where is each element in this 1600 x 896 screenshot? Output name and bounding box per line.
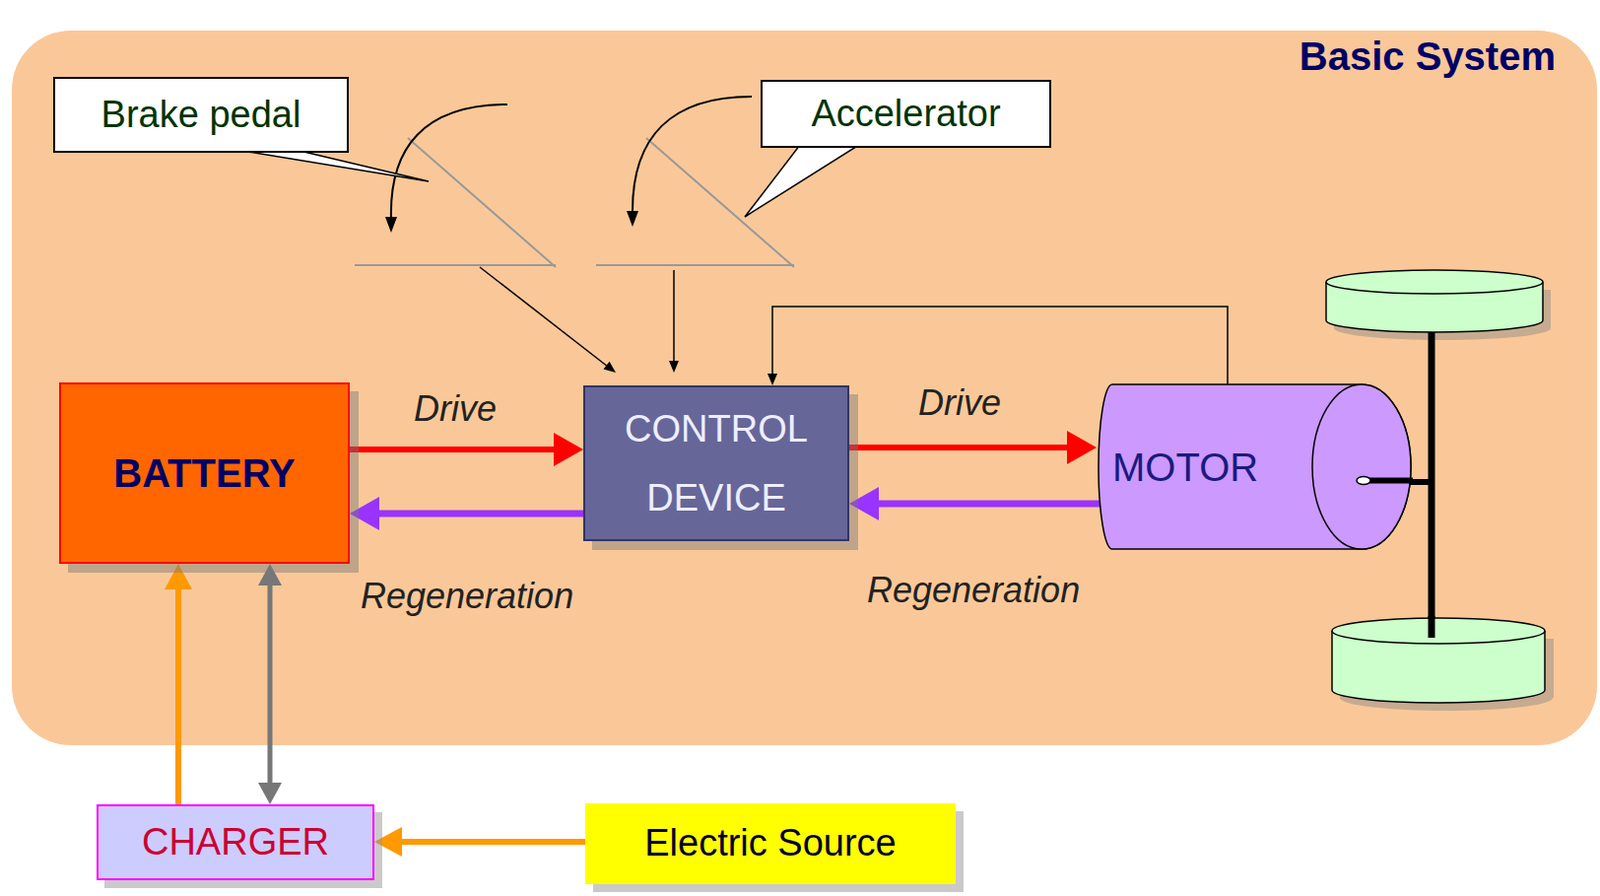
control-box: CONTROL DEVICE xyxy=(583,385,850,541)
arrow-head xyxy=(603,361,617,373)
signal-line xyxy=(672,269,675,363)
connector-line xyxy=(396,838,586,845)
press-arrow xyxy=(391,104,508,219)
source-box: Electric Source xyxy=(585,802,956,884)
cylinder-body xyxy=(1098,384,1411,549)
connector xyxy=(349,432,584,467)
node-label: BATTERY xyxy=(113,449,295,497)
connector xyxy=(767,306,1228,386)
callout-box: Accelerator xyxy=(760,79,1052,148)
arrow-head xyxy=(849,486,879,521)
edge-label: Regeneration xyxy=(866,569,1080,610)
shaft-hub xyxy=(1356,476,1371,485)
cylinder-face xyxy=(1312,384,1411,549)
callout-tail xyxy=(236,149,429,182)
connector xyxy=(258,563,282,804)
arrow-head xyxy=(258,782,282,804)
pedal-lever xyxy=(646,137,795,267)
callout-tail xyxy=(744,144,860,217)
region-title: Basic System xyxy=(1299,34,1556,79)
arrow-head xyxy=(258,563,282,586)
connector-line xyxy=(373,510,584,518)
axle xyxy=(1428,615,1436,638)
connector-line xyxy=(349,446,560,453)
arrow-head xyxy=(767,373,778,386)
edge-label: Drive xyxy=(918,382,1001,423)
motor-shaft xyxy=(1408,478,1435,485)
connector-line xyxy=(772,306,1228,385)
brake-pedal-drawing xyxy=(354,137,556,267)
arrow-head xyxy=(164,563,193,590)
connector xyxy=(349,496,584,531)
connector xyxy=(374,826,586,857)
connector-line xyxy=(849,444,1073,451)
arrow-head xyxy=(553,432,584,467)
battery-box: BATTERY xyxy=(59,382,350,564)
wheel-face xyxy=(1332,617,1545,644)
wheel-face xyxy=(1326,269,1543,294)
wheel xyxy=(1326,269,1543,333)
connector-line xyxy=(267,581,273,788)
arrow-head xyxy=(374,826,402,857)
node-label: Accelerator xyxy=(810,91,1000,137)
charger-box: CHARGER xyxy=(96,803,375,880)
pedal-base xyxy=(354,264,556,267)
connector xyxy=(164,563,193,804)
node-label: Brake pedal xyxy=(101,92,302,138)
arrow-head xyxy=(626,210,639,227)
pedal-lever xyxy=(407,137,556,267)
pedal-base xyxy=(596,264,795,267)
callout-box: Brake pedal xyxy=(53,76,349,153)
connector-line xyxy=(872,500,1100,508)
edge-label: Drive xyxy=(413,388,497,429)
signal-line xyxy=(479,266,608,367)
node-label: Electric Source xyxy=(644,820,897,867)
edge-label: Regeneration xyxy=(360,575,574,616)
arrow-head xyxy=(1066,430,1097,465)
node-label: MOTOR xyxy=(1112,443,1259,491)
connector xyxy=(849,430,1097,465)
press-arrow xyxy=(632,96,752,211)
arrow-head xyxy=(385,216,398,233)
arrow-head xyxy=(668,360,679,373)
node-label: CHARGER xyxy=(141,819,330,866)
node-label: CONTROL DEVICE xyxy=(595,394,838,534)
motor-cylinder: MOTOR xyxy=(1096,382,1413,551)
connector-line xyxy=(175,584,182,804)
wheel xyxy=(1332,617,1545,703)
connector xyxy=(849,486,1100,521)
arrow-head xyxy=(349,496,380,531)
